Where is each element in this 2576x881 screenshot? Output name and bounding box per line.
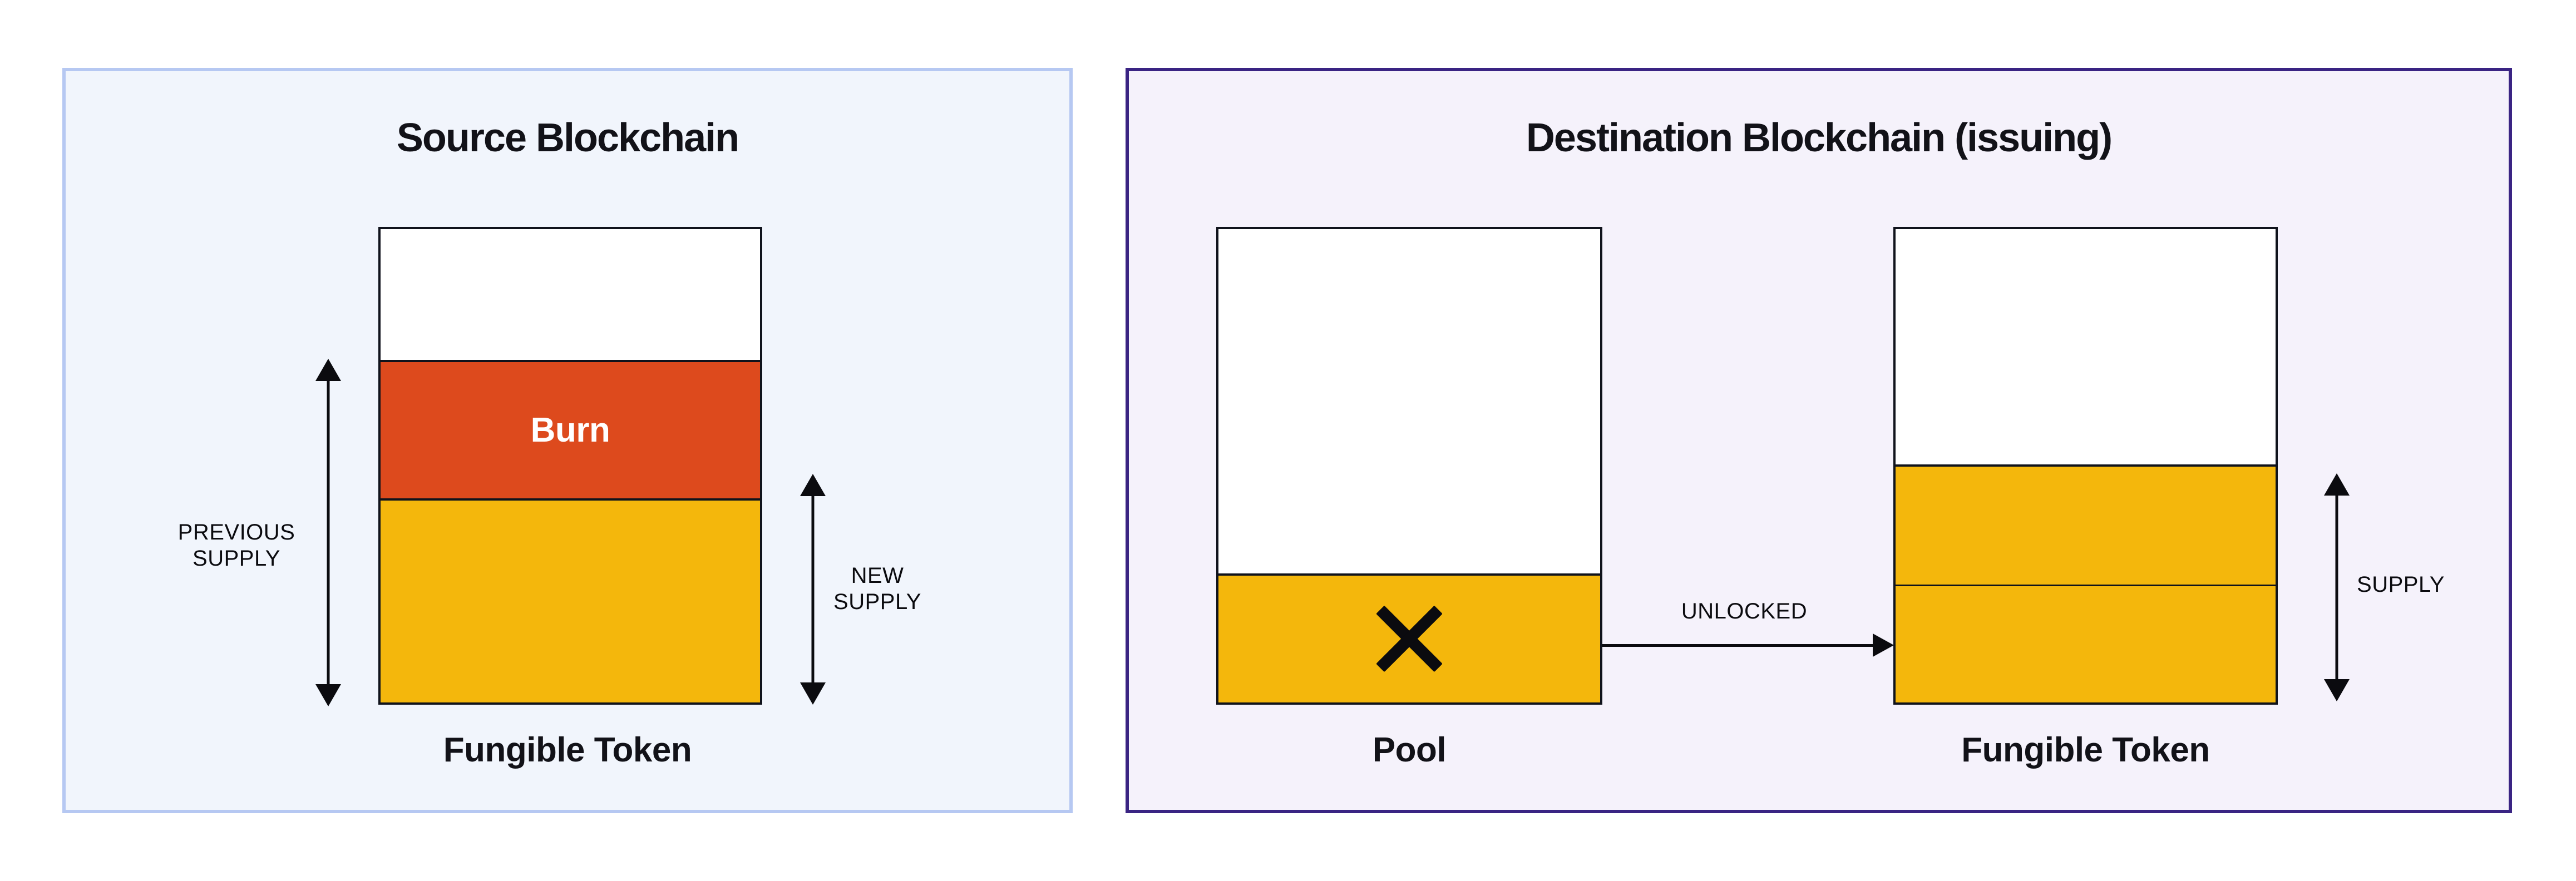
destination-bar-empty-segment [1896, 229, 2276, 464]
source-panel-title: Source Blockchain [396, 116, 739, 160]
source-bar-supply-segment [381, 498, 760, 702]
source-bar-burn-segment: Burn [381, 360, 760, 498]
previous-supply-line-2: SUPPLY [193, 546, 280, 571]
arrow-shaft [1602, 644, 1876, 647]
destination-blockchain-panel: Destination Blockchain (issuing) Pool UN… [1126, 68, 2512, 813]
destination-fungible-token-bar [1893, 227, 2278, 705]
destination-bar-caption: Fungible Token [1961, 731, 2210, 769]
source-fungible-token-bar: Burn [378, 227, 762, 705]
previous-supply-label: PREVIOUS SUPPLY [147, 519, 325, 572]
source-bar-caption: Fungible Token [443, 731, 692, 769]
pool-bar [1216, 227, 1602, 705]
arrow-shaft [2335, 488, 2338, 687]
arrow-down-head [800, 682, 826, 705]
source-bar-empty-segment [381, 229, 760, 360]
x-mark-icon [1368, 597, 1451, 681]
arrow-down-head [2324, 679, 2350, 701]
new-supply-arrow-icon [800, 474, 826, 705]
arrow-shaft [811, 488, 815, 690]
new-supply-label: NEW SUPPLY [794, 563, 961, 615]
supply-label: SUPPLY [2357, 572, 2445, 597]
pool-bar-caption: Pool [1372, 731, 1447, 769]
new-supply-line-1: NEW [851, 563, 904, 588]
destination-bar-unlocked-segment [1896, 464, 2276, 585]
new-supply-line-2: SUPPLY [833, 590, 921, 614]
previous-supply-arrow-icon [315, 359, 342, 706]
previous-supply-line-1: PREVIOUS [177, 520, 295, 545]
destination-panel-title: Destination Blockchain (issuing) [1526, 116, 2113, 160]
arrow-down-head [315, 684, 341, 706]
arrow-right-head [1873, 633, 1894, 657]
destination-bar-existing-segment [1896, 585, 2276, 702]
source-blockchain-panel: Source Blockchain Burn PREVIOUS SUPPLY N… [62, 68, 1073, 813]
supply-arrow-icon [2323, 473, 2350, 701]
pool-bar-empty-segment [1218, 229, 1600, 573]
unlocked-label: UNLOCKED [1681, 599, 1808, 623]
burn-segment-label: Burn [530, 411, 610, 449]
arrow-shaft [327, 373, 330, 692]
pool-bar-locked-segment [1218, 573, 1600, 702]
